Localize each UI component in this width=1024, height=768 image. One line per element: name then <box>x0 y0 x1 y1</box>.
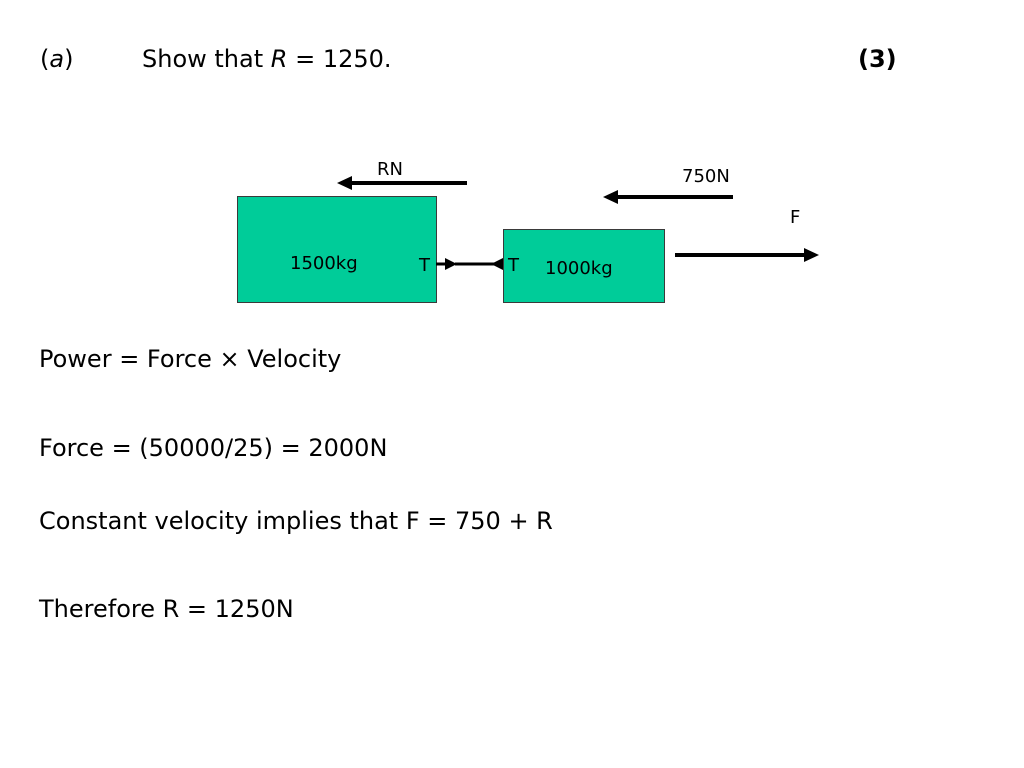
part-letter: a <box>49 45 65 73</box>
part-close-paren: ) <box>64 45 74 73</box>
solution-line-constant-velocity: Constant velocity implies that F = 750 +… <box>39 507 553 535</box>
question-part-label: (a) <box>40 47 73 71</box>
arrow-resistance-right <box>603 190 733 204</box>
question-prompt: Show that R = 1250. <box>142 47 392 71</box>
label-driving-force: F <box>790 207 801 228</box>
label-tension-right: T <box>508 255 519 276</box>
label-mass-heavy: 1500kg <box>290 253 358 274</box>
arrow-tension-left <box>436 258 457 270</box>
arrow-driving-force <box>675 248 819 262</box>
arrow-resistance-left <box>337 176 467 190</box>
solution-line-force: Force = (50000/25) = 2000N <box>39 434 388 462</box>
prompt-variable: R <box>270 45 288 73</box>
prompt-suffix: = 1250. <box>287 45 392 73</box>
label-resistance-right: 750N <box>682 166 730 187</box>
label-resistance-left: RN <box>377 159 403 180</box>
block-heavy <box>237 196 437 303</box>
label-mass-light: 1000kg <box>545 258 613 279</box>
solution-line-conclusion: Therefore R = 1250N <box>39 595 294 623</box>
label-tension-left: T <box>419 255 430 276</box>
prompt-prefix: Show that <box>142 45 271 73</box>
arrow-tension-right <box>491 258 503 270</box>
marks-label: (3) <box>858 45 897 73</box>
part-open-paren: ( <box>40 45 50 73</box>
block-light <box>503 229 665 303</box>
solution-line-power: Power = Force × Velocity <box>39 345 342 373</box>
